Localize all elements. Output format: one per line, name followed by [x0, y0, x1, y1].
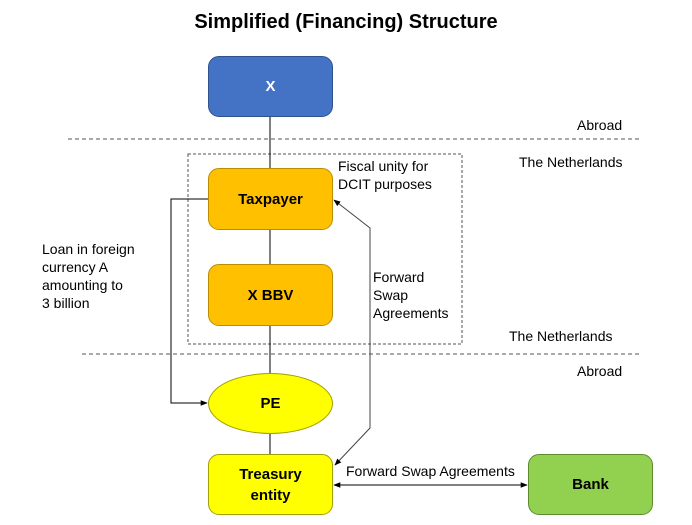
node-x-label: X — [265, 78, 276, 95]
node-bank-label: Bank — [572, 476, 609, 493]
node-taxpayer-label: Taxpayer — [238, 190, 303, 208]
node-x-bbv-label: X BBV — [247, 286, 294, 304]
node-x: X — [208, 56, 333, 117]
node-treasury-entity: Treasury entity — [208, 454, 333, 515]
node-treasury-entity-label: Treasury entity — [239, 465, 302, 504]
jurisdiction-label-abroad-bottom: Abroad — [577, 363, 623, 379]
edge-loan-arrow — [170, 198, 208, 406]
forward-swap-label-vertical: Forward Swap Agreements — [373, 269, 449, 321]
forward-swap-label-horizontal: Forward Swap Agreements — [346, 463, 515, 479]
node-bank: Bank — [528, 454, 653, 515]
loan-label: Loan in foreign currency A amounting to … — [42, 241, 135, 311]
fiscal-unity-label: Fiscal unity for DCIT purposes — [338, 158, 432, 192]
edge-fsa-taxpayer-treasury — [333, 199, 371, 466]
jurisdiction-label-netherlands-top: The Netherlands — [519, 154, 623, 170]
fiscal-unity-box — [187, 153, 463, 345]
node-pe-label: PE — [260, 395, 281, 412]
node-pe: PE — [208, 373, 333, 434]
jurisdiction-label-abroad-top: Abroad — [577, 117, 623, 133]
node-taxpayer: Taxpayer — [208, 168, 333, 230]
jurisdiction-label-netherlands-bottom: The Netherlands — [509, 328, 613, 344]
diagram-title: Simplified (Financing) Structure — [194, 11, 498, 33]
node-x-bbv: X BBV — [208, 264, 333, 326]
